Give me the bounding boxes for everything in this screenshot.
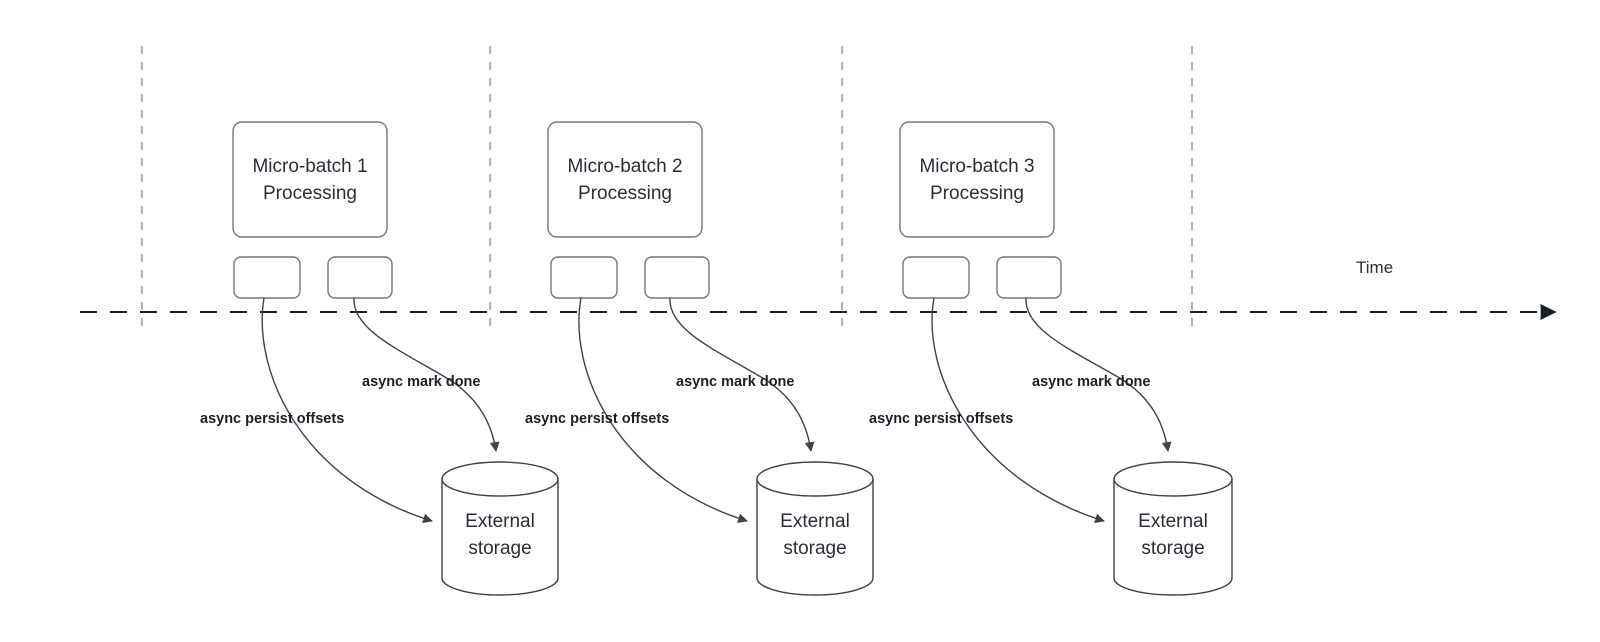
micro-batch-box-2-line2: Processing [578,183,672,204]
external-storage-label-2-line1: External [780,511,850,532]
external-storage-label-1-line1: External [465,511,535,532]
persist-offsets-label-1: async persist offsets [200,411,344,427]
external-storage-label-1-line2: storage [468,538,531,559]
micro-batch-group-2: Micro-batch 2 Processing async persist o… [525,121,874,596]
micro-batch-box-3-line2: Processing [930,183,1024,204]
task-box-2b[interactable] [644,256,710,299]
persist-offsets-label-2: async persist offsets [525,411,669,427]
micro-batch-box-1[interactable] [232,121,388,238]
micro-batch-group-3: Micro-batch 3 Processing async persist o… [869,121,1233,596]
task-box-1b[interactable] [327,256,393,299]
task-box-3b[interactable] [996,256,1062,299]
external-storage-cylinder-3[interactable] [1113,461,1233,596]
external-storage-label-2-line2: storage [783,538,846,559]
mark-done-arrow-1 [353,297,500,452]
task-box-2a[interactable] [550,256,618,299]
micro-batch-box-3-line1: Micro-batch 3 [919,156,1034,177]
persist-offsets-label-3: async persist offsets [869,411,1013,427]
mark-done-arrow-3 [1025,297,1172,452]
micro-batch-group-1: Micro-batch 1 Processing async persist o… [200,121,559,596]
external-storage-label-3-line2: storage [1141,538,1204,559]
persist-offsets-arrow-3 [931,297,1105,524]
task-box-1a[interactable] [233,256,301,299]
mark-done-label-1: async mark done [362,374,480,390]
mark-done-arrow-2 [669,297,815,452]
mark-done-label-2: async mark done [676,374,794,390]
micro-batch-box-1-line2: Processing [263,183,357,204]
micro-batch-box-3[interactable] [899,121,1055,238]
time-axis-label: Time [1356,258,1393,277]
task-box-3a[interactable] [902,256,970,299]
micro-batch-box-2-line1: Micro-batch 2 [567,156,682,177]
external-storage-cylinder-1[interactable] [441,461,559,596]
external-storage-label-3-line1: External [1138,511,1208,532]
micro-batch-box-2[interactable] [547,121,703,238]
mark-done-label-3: async mark done [1032,374,1150,390]
persist-offsets-arrow-1 [261,297,433,524]
micro-batch-box-1-line1: Micro-batch 1 [252,156,367,177]
persist-offsets-arrow-2 [578,297,748,524]
external-storage-cylinder-2[interactable] [756,461,874,596]
